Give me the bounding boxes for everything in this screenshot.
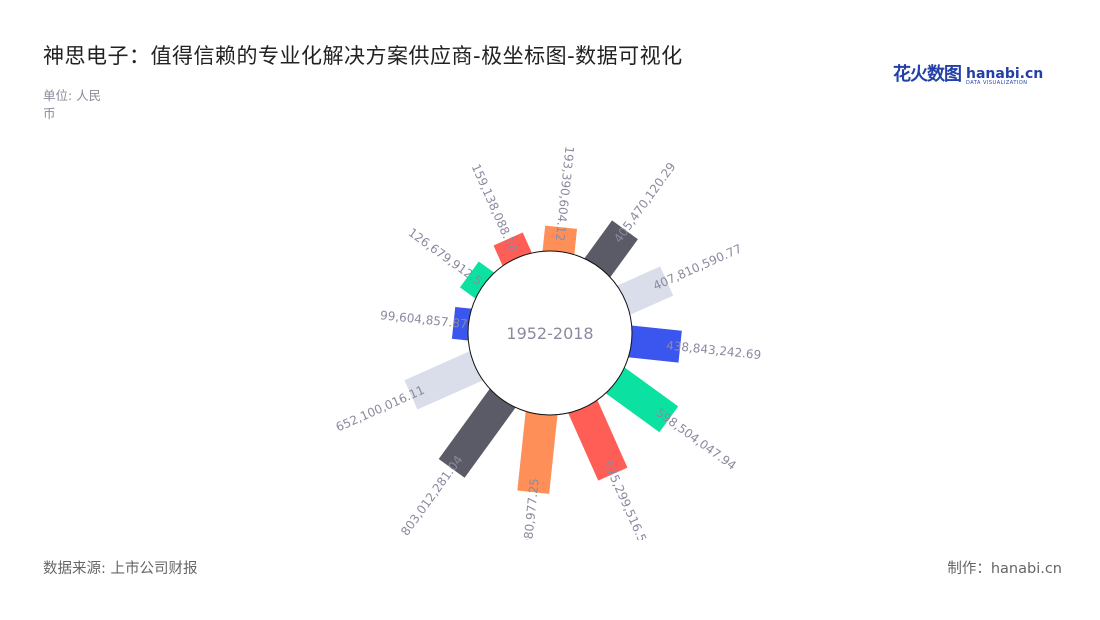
bar-value-label: 159,138,088.76 <box>469 162 521 255</box>
brand-logo: 花火数图 hanabi.cn DATA VISUALIZATION <box>893 60 1043 86</box>
logo-en-block: hanabi.cn DATA VISUALIZATION <box>966 67 1043 86</box>
bar-value-label: 438,843,242.69 <box>666 338 762 362</box>
bar-value-label: 730,980,977.25 <box>518 478 542 574</box>
polar-bar <box>459 261 498 302</box>
data-source: 数据来源: 上市公司财报 <box>43 561 198 577</box>
bar-value-label: 652,100,016.11 <box>334 383 427 435</box>
polar-bar <box>517 406 558 494</box>
chart-title: 神思电子：值得信赖的专业化解决方案供应商-极坐标图-数据可视化 <box>43 44 683 68</box>
polar-bar <box>623 325 682 363</box>
polar-bar <box>602 364 679 433</box>
logo-tagline: DATA VISUALIZATION <box>966 80 1028 86</box>
bar-value-label: 405,470,120.29 <box>611 160 678 245</box>
center-label: 1952-2018 <box>506 324 593 343</box>
logo-en: hanabi.cn <box>966 66 1044 82</box>
bar-value-label: 803,012,281.04 <box>398 453 465 538</box>
bar-value-label: 193,390,604.12 <box>553 146 577 242</box>
bar-value-label: 407,810,590.77 <box>651 242 744 294</box>
polar-bar <box>404 349 488 410</box>
polar-bar <box>612 266 674 317</box>
center-circle <box>467 250 633 416</box>
maker-credit: 制作：hanabi.cn <box>947 561 1062 577</box>
bar-value-label: 675,299,516.57 <box>601 459 653 552</box>
polar-bar <box>438 385 519 478</box>
bar-value-label: 126,679,912.5 <box>406 225 485 288</box>
unit-label: 单位: 人民币 <box>43 88 102 121</box>
polar-bar <box>566 395 628 481</box>
logo-cn: 花火数图 <box>893 64 962 85</box>
bar-value-label: 598,504,047.94 <box>653 405 738 472</box>
